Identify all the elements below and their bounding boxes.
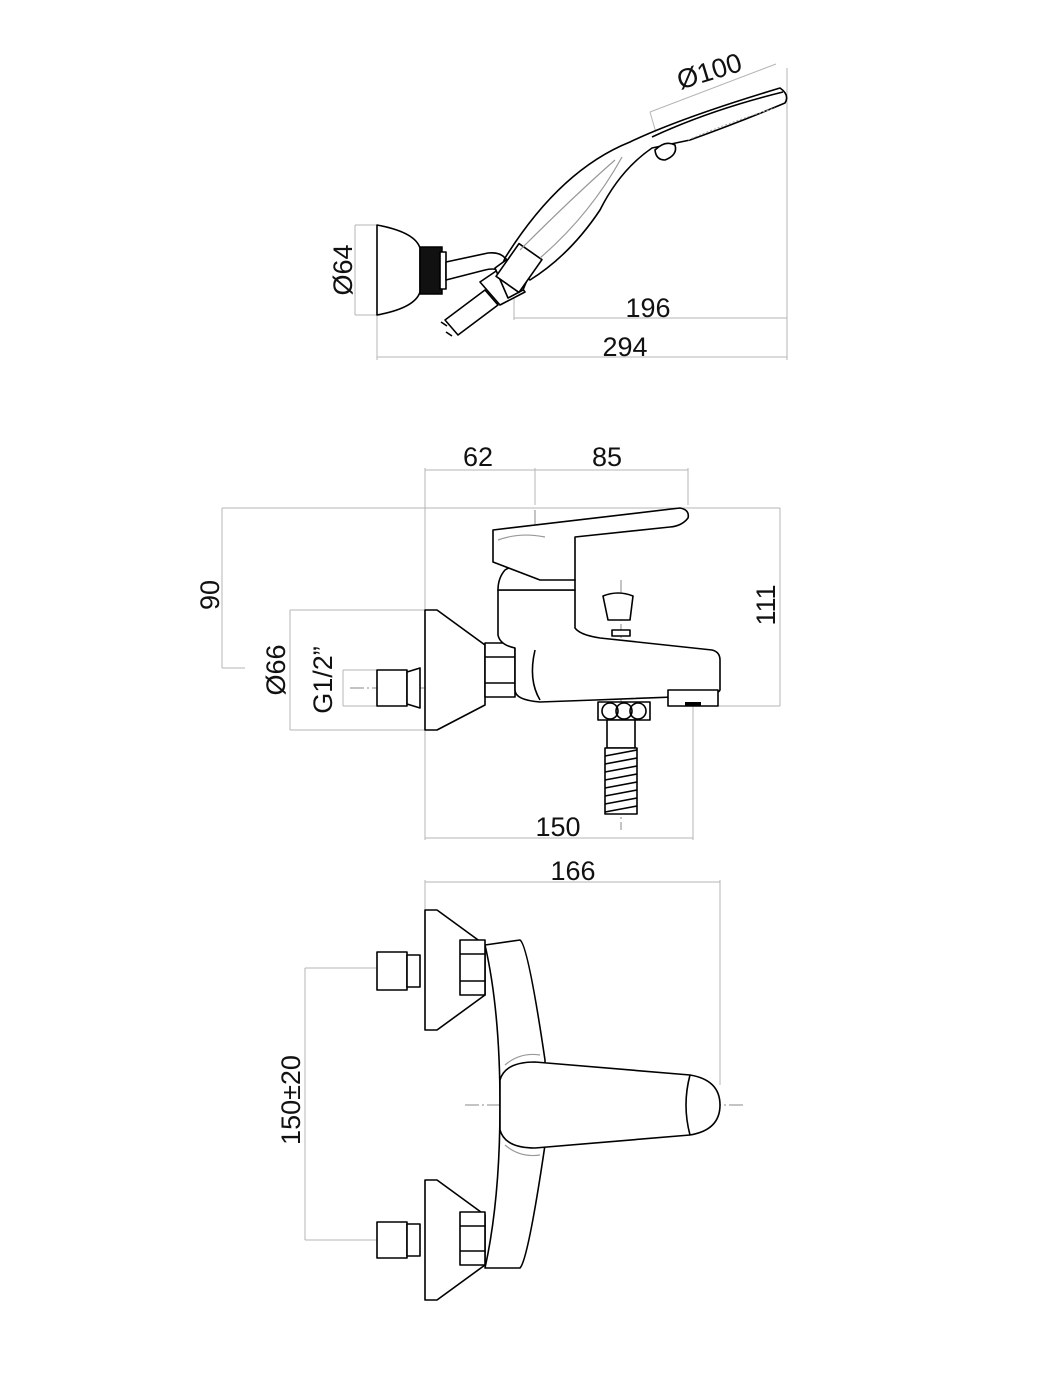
lever-top	[499, 1061, 721, 1149]
dim-axis-to-lever: 85	[592, 442, 622, 472]
dim-height-lever: 90	[195, 580, 225, 610]
mixer-top-view: 166 150±20	[276, 856, 745, 1301]
dim-wall-to-axis: 62	[463, 442, 493, 472]
dim-overall-depth: 166	[550, 856, 595, 886]
dimension-lines	[354, 63, 788, 360]
knurled-ring	[419, 246, 443, 295]
hose	[604, 747, 638, 815]
dimension-lines	[304, 880, 721, 1241]
mixer-side-view: 62 85 90 111 Ø66 G1/2” 150	[195, 442, 781, 842]
hex-nut	[484, 642, 516, 698]
dim-inlet-spacing: 150±20	[276, 1055, 306, 1145]
dim-head-diameter: Ø100	[673, 47, 745, 95]
wall-flange	[376, 224, 447, 316]
lever	[492, 507, 690, 581]
mixer-body-top	[376, 909, 721, 1301]
hand-shower	[495, 87, 788, 294]
inlet-connector	[376, 669, 408, 707]
dimension-lines	[221, 468, 781, 840]
mixer-body	[376, 507, 721, 815]
dim-thread: G1/2”	[308, 646, 338, 714]
diverter-knob	[602, 592, 634, 621]
dim-spout-projection: 150	[535, 812, 580, 842]
dim-flange-diameter: Ø66	[261, 644, 291, 695]
dim-holder-to-head: 196	[625, 293, 670, 323]
wall-flange	[424, 609, 486, 731]
holder-arm	[440, 249, 533, 337]
dim-overall-length: 294	[602, 332, 647, 362]
outlet-nut	[597, 701, 651, 721]
dim-flange-diameter: Ø64	[328, 244, 358, 295]
dim-height-total: 111	[751, 584, 781, 625]
shower-set-view: Ø64 Ø100 196 294	[328, 47, 788, 362]
